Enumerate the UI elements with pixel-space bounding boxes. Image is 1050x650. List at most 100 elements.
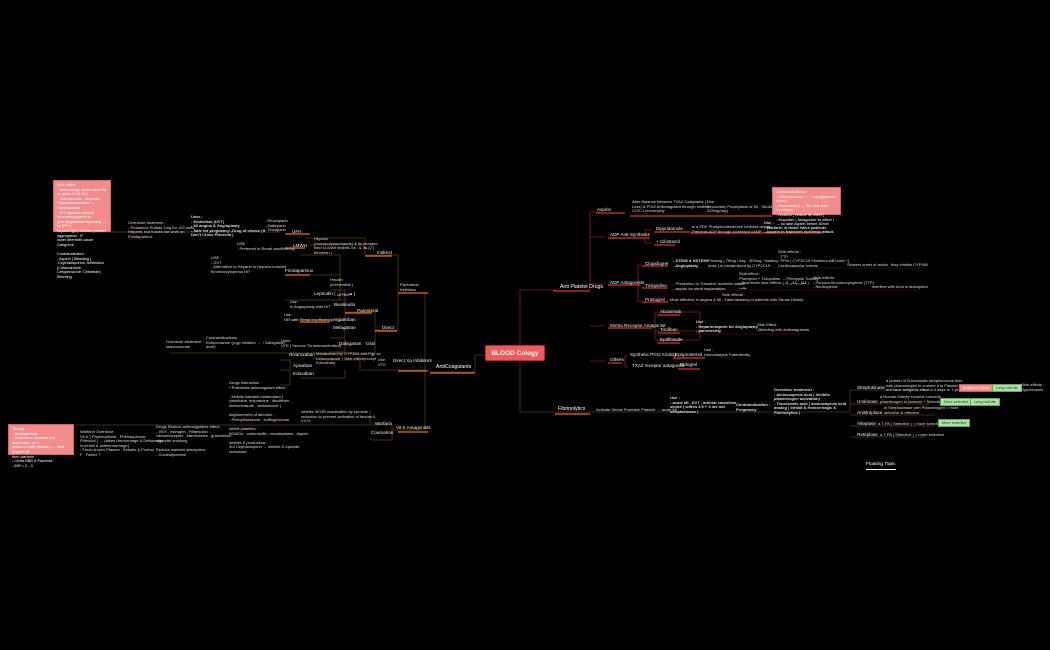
note-prasugrel-use: Most effective in angina & MI	[670, 297, 722, 302]
branch-antiplatelet[interactable]: Anti Platelet Drugs	[560, 284, 603, 290]
note-dabigatran-overdose: Overdose treatment : Idarucizumab	[166, 339, 204, 349]
note-clopidogrel-dose: Prodrug ( 75mg / day - 300mg / loading d…	[708, 258, 778, 268]
note-hirudin: Hirudin (irreversible )	[330, 277, 354, 287]
note-fibrinolytic-overdose: Overdose treatment : - Aminocaproic acid…	[774, 387, 847, 415]
note-xa-metabolism: Metabolized by CYP3A4 and Pgp so Ketocon…	[316, 351, 381, 366]
note-fibrinolytic-mechanism: Activate Serine Protease Plasmin → acute…	[596, 407, 677, 412]
note-heparin: Heparin (mucopolysaccharide) & its charg…	[314, 236, 378, 255]
node-gp-iib-iiia-antagonist[interactable]: IIb/IIIa Receptor Antagonist	[610, 323, 666, 328]
node-edoxaban[interactable]: Edoxaban	[293, 371, 314, 376]
node-ticlopidine[interactable]: Ticlopidine	[645, 283, 667, 288]
node-dipyridamole[interactable]: Dipyridamole	[656, 226, 683, 231]
note-xa-use: Use : VTE	[378, 357, 388, 367]
node-warfarin[interactable]: Warfarin	[375, 421, 393, 426]
node-apixaban[interactable]: Apixaban	[293, 363, 313, 368]
note-prasugrel-side-effects: Side effects : - Fatal bleeding in patie…	[722, 292, 804, 302]
node-txa2-antagonist[interactable]: TXA2 receptor antagonist	[632, 363, 685, 368]
node-epoprostenol[interactable]: Epoprostenol	[675, 352, 703, 357]
node-aspirin[interactable]: Aspirin	[597, 207, 612, 212]
note-bivalirudin-use: Use : in Angioplasty with HIT	[290, 299, 331, 309]
note-ticlopidine-food: interfere with food in absorption	[872, 284, 928, 289]
note-lmwh-use: USE : - Preferred in Renal insufficiency	[237, 241, 295, 251]
node-indirect[interactable]: Indirect	[377, 250, 393, 255]
note-dipyridamole-use: Use : - Warfarin in Heart Valve patients…	[764, 220, 834, 235]
node-dabigatran[interactable]: Dabigatran	[339, 341, 362, 346]
node-adp-anti-synthesis[interactable]: ADP Anti-Synthesis	[610, 232, 650, 237]
node-vit-k-antagonists[interactable]: Vit K Antagonists	[396, 425, 431, 430]
node-clopidogrel[interactable]: Clopidogrel	[645, 261, 669, 266]
note-epoprostenol-use: Use : Hemodialysis Parenterally	[704, 347, 751, 357]
note-argatroban-use: Use : HIT with Renal insufficiency	[284, 312, 333, 322]
note-fibrinolytic-contraindication: Contraindication : Pregnancy	[736, 402, 771, 412]
note-heparin-overdose: Overdose treatment : - Protamine Sulfate…	[128, 220, 195, 239]
node-adp-antagonists[interactable]: ADP Antagonists	[610, 280, 645, 285]
node-lmwh[interactable]: LMWH	[293, 243, 308, 248]
node-argatroban[interactable]: Argatroban	[333, 317, 356, 322]
note-clopidogrel-cyp: they inhibits CYP450	[891, 262, 929, 267]
floating-topic[interactable]: Floating Topic	[866, 462, 896, 470]
node-anistreplase[interactable]: Anistreplase	[857, 410, 883, 415]
note-warfarin-interactions: Drugs interaction : * Potentiate anticoa…	[229, 380, 309, 454]
node-cilostazol[interactable]: + Cilostazol	[656, 239, 680, 244]
node-abciximab[interactable]: Abciximab	[660, 309, 682, 314]
note-clopidogrel-onset: Slowest onset of action	[847, 262, 889, 267]
central-topic[interactable]: BLOOD Cology	[485, 345, 545, 361]
note-ticlopidine-side-effects-2: Side-effects : - Purpura thrombocytopeni…	[813, 275, 874, 290]
tag-more-selective: More selective	[938, 419, 971, 427]
node-synthetic-pgi2[interactable]: Synthetic PGI2 Analog	[630, 352, 676, 357]
node-parenteral-inhibitors[interactable]: Parenteral Inhibitors	[400, 282, 419, 292]
note-lmwh-list: - Enoxaparin - Dalteparin - Tinzaparin	[265, 218, 288, 233]
node-ridogrel[interactable]: Ridogrel	[680, 362, 698, 367]
note-aspirin-use: Use : Secondary Prophylaxis of MI , Stro…	[707, 199, 775, 214]
tag-long-half-life: Long half-life	[992, 384, 1022, 392]
note-aspirin-mechanism: Alter Balance between TXA2 Coagulator (↑…	[632, 199, 710, 214]
note-reteplase: a T-PA ( Selective ) = more selective	[880, 432, 945, 437]
note-tirofiban-use: Use : - Heparin/aspirin for Angioplasty …	[696, 319, 758, 334]
node-alteplase[interactable]: Alteplase	[857, 421, 876, 426]
node-streptokinase[interactable]: Streptokinase	[857, 385, 886, 390]
node-lepirudin[interactable]: Lepirudin ( هيرودين )	[314, 291, 356, 296]
node-ufh[interactable]: UFH	[292, 229, 302, 234]
note-ticlopidine-side-effect: Side effect : Phenytoin + Ticlopidine → …	[739, 271, 819, 290]
note-anistreplase: is Streptokinase with Plasminogen = more…	[884, 405, 959, 415]
branch-fibrinolytics[interactable]: Fibrinolytics	[558, 406, 586, 412]
note-heparin-side-effects: Side effect : - Hemorrhage when taken IM…	[53, 180, 111, 279]
note-dabigatran-contraindications: Contraindications : Ketoconazole (p-gp i…	[206, 335, 285, 350]
note-dipyridamole: is a PDE Phosphodiesterase Inhibitor whi…	[692, 224, 770, 234]
note-clopidogrel-use: - STEMI & NSTEMI - Angioplasty	[673, 258, 708, 268]
note-warfarin-reducers: Drugs Reduce anticoagulants effect : - V…	[156, 424, 234, 457]
node-tirofiban[interactable]: Tirofiban	[660, 327, 678, 332]
note-heparin-uses: Uses : - Embolism (DVT) - MI angina & An…	[191, 214, 266, 238]
node-fondaparinux[interactable]: Fondaparinux	[285, 268, 314, 273]
node-direct-xa-inhibitors[interactable]: Direct Xa Inhibitors	[393, 358, 432, 363]
node-others[interactable]: Others	[610, 357, 624, 362]
node-direct[interactable]: Direct	[382, 325, 394, 330]
note-clopidogrel-side-effects: Side effects : - TTP - PPIs ( CYP2C19 In…	[778, 249, 850, 268]
branch-anticoagulants[interactable]: AntiCoagulants	[436, 364, 472, 370]
note-fondaparinux-use: USE : - DVT - Alternative to Heparin in …	[211, 255, 287, 274]
note-warfarin-toxicity: Toxicity : - Teratogenicity - Cutaneous …	[8, 424, 74, 468]
node-prasugrel[interactable]: Prasugrel	[645, 297, 665, 302]
tag-antigenic-effect: Antigenic effect	[959, 384, 993, 392]
node-urokinase[interactable]: Urokinase	[857, 399, 878, 404]
node-parenteral[interactable]: Parenteral	[357, 308, 379, 313]
node-melagatran[interactable]: Melagatran	[333, 325, 356, 330]
node-oral[interactable]: Oral	[366, 341, 375, 346]
note-warfarin-mechanism: inhibits VKOR reactivation by epoxide re…	[301, 409, 377, 424]
note-streptokinase-side-effects: Side-effects : Hypotension	[1021, 382, 1045, 392]
note-fibrinolytic-use: Use : - acute MI , DVT , arterial emboli…	[670, 395, 739, 414]
node-rivaroxaban[interactable]: Rivaroxaban	[289, 352, 315, 357]
tag-long-half-life: Long half-life	[970, 398, 1000, 406]
note-alteplase: a T-PA ( Selective ) = more selective	[878, 421, 943, 426]
node-bivalirudin[interactable]: Bivalirudin	[334, 302, 356, 307]
node-eptifibatide[interactable]: Eptifibatide	[660, 337, 683, 342]
node-coumarins[interactable]: Coumarins	[371, 430, 394, 435]
node-reteplase[interactable]: Reteplase	[857, 432, 878, 437]
note-ticlopidine-use: - Prevention in Transient Ischemic attac…	[673, 281, 746, 291]
note-streptokinase: a protein of B-hemolytic streptococcus b…	[886, 378, 965, 393]
note-warfarin-overdose: Warfarin Overdose : Vit K ( Phytonadione…	[80, 429, 162, 457]
note-dabigatran-use: Uses : VTE ( Venous Thromboembolism)	[281, 338, 342, 348]
note-aspirin-contraindications: Contraindications : - Sulfonylureas ( → …	[772, 187, 841, 226]
note-urokinase: a Human Kidney enzyme converts plasminog…	[880, 394, 943, 404]
